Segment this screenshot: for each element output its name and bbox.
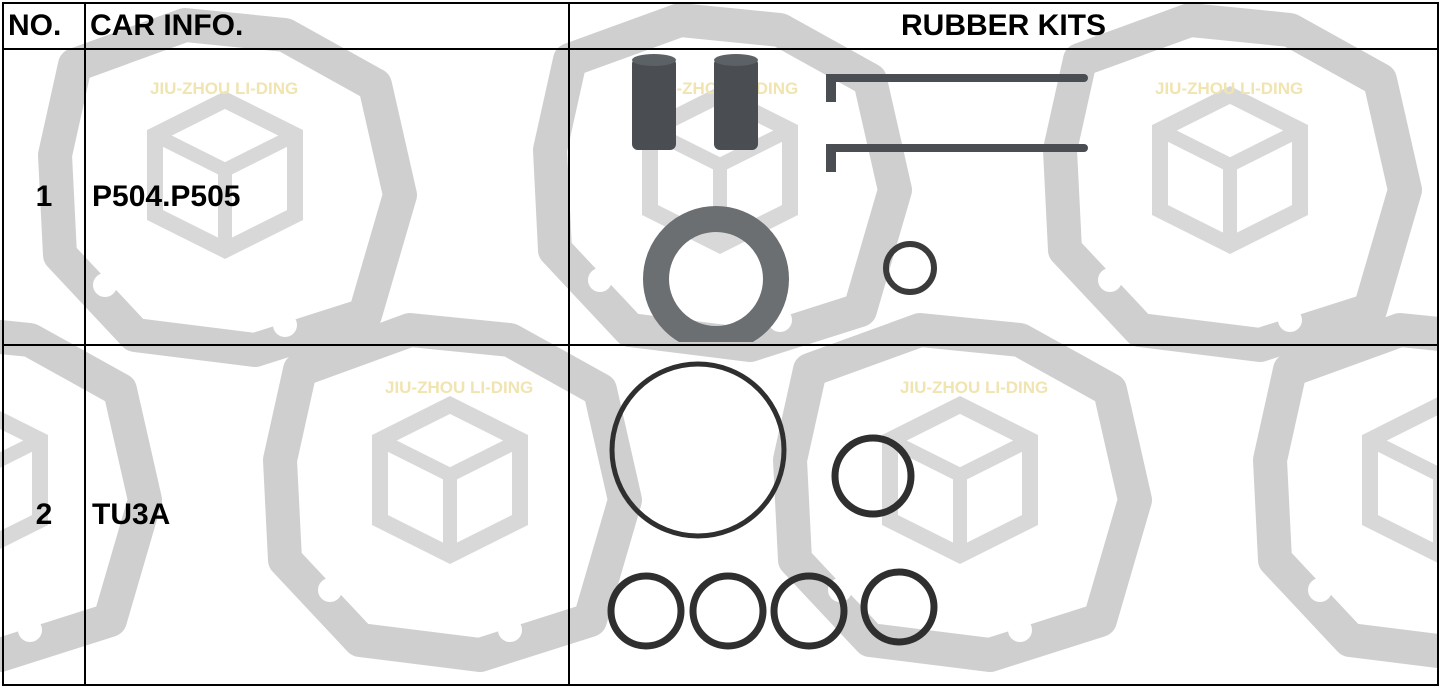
header-rubber-kits: RUBBER KITS (568, 2, 1439, 50)
header-car-info: CAR INFO. (84, 2, 570, 50)
washer-icon (643, 206, 789, 342)
pin-icon (826, 74, 1088, 102)
header-row: NO. CAR INFO. RUBBER KITS (2, 2, 1439, 50)
o-ring-icon (883, 241, 937, 295)
rubber-kit-photo (568, 48, 1439, 346)
o-ring-icon (689, 572, 767, 650)
kit-parts-image (632, 54, 1088, 342)
bushing-icon (632, 54, 676, 150)
table-row: 1 P504.P505 (2, 48, 1439, 346)
o-ring-icon (770, 572, 848, 650)
pin-icon (826, 144, 1088, 172)
rubber-kit-photo (568, 344, 1439, 686)
table-row: 2 TU3A (2, 344, 1439, 686)
kit-parts-image (607, 361, 938, 650)
bushing-icon (714, 54, 758, 150)
row-number: 2 (2, 344, 86, 686)
o-ring-icon (609, 361, 787, 539)
o-ring-icon (860, 568, 938, 646)
row-number: 1 (2, 48, 86, 346)
o-ring-icon (831, 434, 915, 518)
o-ring-icon (607, 572, 685, 650)
header-no: NO. (2, 2, 86, 50)
car-info-cell: P504.P505 (84, 48, 570, 346)
car-info-cell: TU3A (84, 344, 570, 686)
